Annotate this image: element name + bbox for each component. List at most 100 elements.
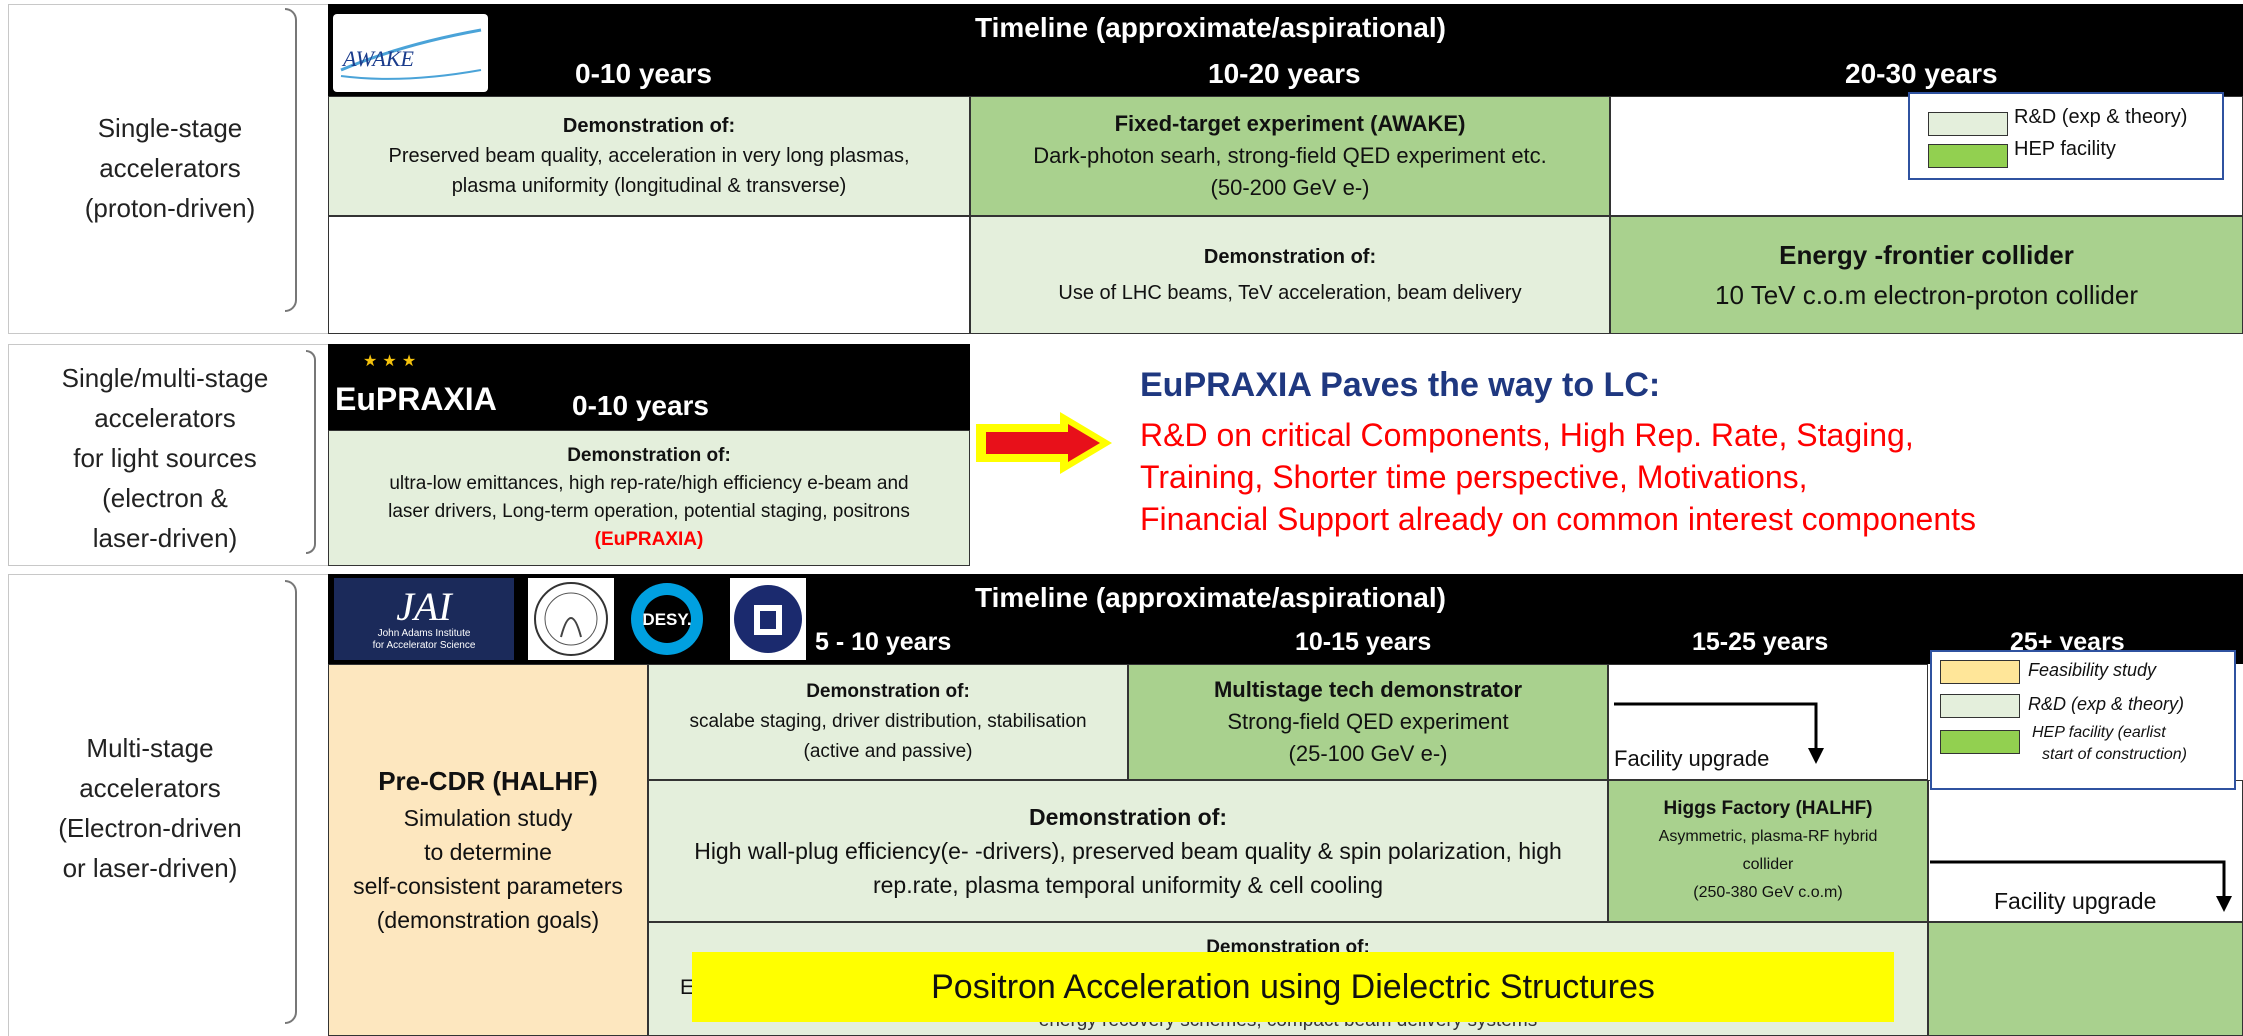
section1-legend: R&D (exp & theory) HEP facility xyxy=(1908,92,2224,180)
s3-r2-c1-title: Demonstration of: xyxy=(1028,804,1228,830)
section3-label: Multi-stage accelerators (Electron-drive… xyxy=(20,728,280,888)
eupraxia-headline: EuPRAXIA Paves the way to LC: xyxy=(1140,366,1661,404)
s2-cell-line2: laser drivers, Long-term operation, pote… xyxy=(388,501,910,522)
section3-outline xyxy=(8,574,328,1036)
awake-logo: AWAKE xyxy=(333,14,488,92)
section1-timeline-title: Timeline (approximate/aspirational) xyxy=(975,12,1446,43)
section2-label-line1: Single/multi-stage xyxy=(61,363,269,393)
s3-precdr-line3: self-consistent parameters xyxy=(353,873,623,899)
section3-col-header-1: 5 - 10 years xyxy=(815,628,952,656)
section2-outline xyxy=(8,344,328,566)
s3-r1-c1-line1: scalabe staging, driver distribution, st… xyxy=(689,711,1087,732)
section2-label: Single/multi-stage accelerators for ligh… xyxy=(20,358,310,558)
s1-r2-c3-line1: 10 TeV c.o.m electron-proton collider xyxy=(1715,280,2138,310)
section1-label-line1: Single-stage xyxy=(97,113,243,143)
legend3-hep-label2: start of construction) xyxy=(2042,746,2187,763)
section2-label-line5: laser-driven) xyxy=(92,523,238,553)
s3-r1-upgrade-arrow-icon xyxy=(1614,702,1824,764)
section2-label-line4: (electron & xyxy=(102,483,228,513)
eupraxia-body-line3: Financial Support already on common inte… xyxy=(1140,501,1976,537)
oslo-seal-icon xyxy=(528,578,614,660)
s3-r1-c1-title: Demonstration of: xyxy=(806,681,970,702)
section1-header-bar xyxy=(328,4,2243,96)
s2-cell-tag: (EuPRAXIA) xyxy=(594,529,704,550)
awake-logo-icon: AWAKE xyxy=(340,28,482,80)
s3-r2-c1: Demonstration of: High wall-plug efficie… xyxy=(648,780,1608,922)
section3-label-line2: accelerators xyxy=(79,773,221,803)
s3-r2-c2-line1: Asymmetric, plasma-RF hybrid xyxy=(1658,828,1878,845)
s1-r1-c1-line2: plasma uniformity (longitudinal & transv… xyxy=(451,175,847,197)
s3-r1-c2: Multistage tech demonstrator Strong-fiel… xyxy=(1128,664,1608,780)
s3-r2-upgrade-arrow-icon xyxy=(1930,860,2232,912)
s3-r2-c2-title: Higgs Factory (HALHF) xyxy=(1663,798,1873,819)
legend3-rd-label: R&D (exp & theory) xyxy=(2028,694,2185,714)
section1-col-header-1: 0-10 years xyxy=(575,58,713,89)
eupraxia-body-line1: R&D on critical Components, High Rep. Ra… xyxy=(1140,417,1914,453)
oxford-crest-icon xyxy=(730,578,806,660)
s3-precdr-line1: Simulation study xyxy=(403,805,573,831)
legend3-rd-swatch xyxy=(1940,694,2020,718)
legend1-rd-swatch xyxy=(1928,112,2008,136)
s3-precdr-line2: to determine xyxy=(424,839,552,865)
s1-r1-c2-title: Fixed-target experiment (AWAKE) xyxy=(1114,111,1466,136)
svg-text:★ ★ ★: ★ ★ ★ xyxy=(363,351,416,370)
section3-brace xyxy=(285,580,297,1024)
legend1-rd-label: R&D (exp & theory) xyxy=(2014,106,2188,128)
s3-r2-c1-line1: High wall-plug efficiency(e- -drivers), … xyxy=(694,838,1562,864)
s1-r1-c2-line2: (50-200 GeV e-) xyxy=(1210,175,1370,200)
positron-highlight-text: Positron Acceleration using Dielectric S… xyxy=(931,967,1655,1006)
legend3-feasibility-swatch xyxy=(1940,660,2020,684)
section3-label-line4: or laser-driven) xyxy=(62,853,238,883)
awake-logo-text: AWAKE xyxy=(341,46,415,71)
section3-legend: Feasibility study R&D (exp & theory) HEP… xyxy=(1930,650,2236,790)
s3-r1-c2-line2: (25-100 GeV e-) xyxy=(1288,741,1448,766)
section3-col-header-3: 15-25 years xyxy=(1692,628,1829,656)
section3-timeline-title: Timeline (approximate/aspirational) xyxy=(975,582,1446,613)
s3-precdr-cell: Pre-CDR (HALHF) Simulation study to dete… xyxy=(328,664,648,1036)
desy-logo-icon: DESY. xyxy=(624,578,710,660)
section2-col-header: 0-10 years xyxy=(572,390,710,421)
legend3-hep-label1: HEP facility (earlist xyxy=(2032,724,2166,741)
s3-r2-c2-line3: (250-380 GeV c.o.m) xyxy=(1693,884,1843,901)
s1-r1-c1-line1: Preserved beam quality, acceleration in … xyxy=(388,145,910,167)
jai-logo-sub1: John Adams Institute xyxy=(377,628,471,639)
eupraxia-body-line2: Training, Shorter time perspective, Moti… xyxy=(1140,459,1808,495)
jai-logo-text: JAI xyxy=(396,584,452,629)
section1-brace xyxy=(285,8,297,312)
s3-r3-prefix: E xyxy=(680,976,695,999)
positron-highlight-banner: Positron Acceleration using Dielectric S… xyxy=(692,952,1894,1022)
legend3-feasibility-label: Feasibility study xyxy=(2028,660,2157,680)
section3-label-line1: Multi-stage xyxy=(86,733,214,763)
jai-logo-sub2: for Accelerator Science xyxy=(372,640,476,651)
s3-r2-c2-line2: collider xyxy=(1742,856,1794,873)
section1-label-line2: accelerators xyxy=(99,153,241,183)
s3-r1-c2-line1: Strong-field QED experiment xyxy=(1227,709,1509,734)
s1-r2-c2-line1: Use of LHC beams, TeV acceleration, beam… xyxy=(1058,282,1522,304)
s3-precdr-title: Pre-CDR (HALHF) xyxy=(378,766,598,796)
legend1-hep-label: HEP facility xyxy=(2014,138,2116,160)
right-arrow-icon xyxy=(976,412,1112,474)
s1-r2-c2-title: Demonstration of: xyxy=(1203,246,1377,268)
s3-r1-c1-line2: (active and passive) xyxy=(803,741,973,762)
section3-col-header-2: 10-15 years xyxy=(1295,628,1432,656)
desy-logo-text: DESY. xyxy=(642,610,691,629)
s1-r1-c1: Demonstration of: Preserved beam quality… xyxy=(328,96,970,216)
s1-r1-c1-title: Demonstration of: xyxy=(562,115,736,137)
s3-r2-c1-line2: rep.rate, plasma temporal uniformity & c… xyxy=(872,872,1384,898)
s3-r1-c2-title: Multistage tech demonstrator xyxy=(1213,677,1523,702)
s1-r1-c2-line1: Dark-photon searh, strong-field QED expe… xyxy=(1033,143,1547,168)
eupraxia-body: R&D on critical Components, High Rep. Ra… xyxy=(1140,414,1976,540)
jai-logo: JAI John Adams Institute for Accelerator… xyxy=(334,578,514,660)
section1-outline xyxy=(8,4,328,334)
section2-brace xyxy=(306,350,316,554)
s3-r3-c3 xyxy=(1928,922,2243,1036)
eupraxia-logo: ★ ★ ★ EuPRAXIA xyxy=(333,348,513,426)
section1-label-line3: (proton-driven) xyxy=(84,193,256,223)
legend3-hep-swatch xyxy=(1940,730,2020,754)
s1-r2-c1 xyxy=(328,216,970,334)
section1-col-header-2: 10-20 years xyxy=(1208,58,1361,89)
eupraxia-logo-text: EuPRAXIA xyxy=(335,381,497,417)
s3-precdr-line4: (demonstration goals) xyxy=(376,907,600,933)
s1-r2-c3: Energy -frontier collider 10 TeV c.o.m e… xyxy=(1610,216,2243,334)
s3-r1-facility-upgrade: Facility upgrade xyxy=(1614,746,1770,771)
